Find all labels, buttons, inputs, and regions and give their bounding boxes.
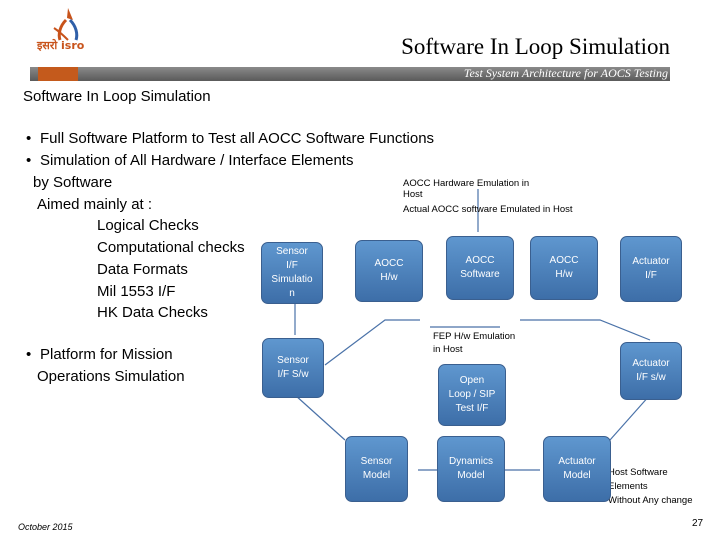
aocc-hw-left-box: AOCC H/w <box>355 240 423 302</box>
isro-logo <box>53 8 79 41</box>
aocc-hw-left-label: AOCC H/w <box>374 258 404 283</box>
sensor-if-sw-box: Sensor I/F S/w <box>262 338 324 398</box>
page-number: 27 <box>692 518 704 529</box>
connector-actuator-model <box>609 394 651 441</box>
slide-subtitle: Software In Loop Simulation <box>23 88 211 105</box>
sensor-if-simulation-label: Sensor I/F Simulatio n <box>271 246 313 299</box>
footer-date: October 2015 <box>18 522 73 532</box>
sensor-model-box: Sensor Model <box>345 436 408 502</box>
sensor-if-simulation-box: Sensor I/F Simulatio n <box>261 242 323 304</box>
aocc-hw-right-label: AOCC H/w <box>549 255 579 280</box>
aocc-software-box: AOCC Software <box>446 236 514 300</box>
check-data-formats: Data Formats <box>97 261 188 278</box>
open-loop-label: Open Loop / SIP Test I/F <box>448 375 496 414</box>
check-logical: Logical Checks <box>97 217 199 234</box>
check-computational: Computational checks <box>97 239 245 256</box>
sensor-if-sw-label: Sensor I/F S/w <box>277 355 309 380</box>
actuator-if-box: Actuator I/F <box>620 236 682 302</box>
label-host-sw: Host Software Elements Without Any chang… <box>608 467 693 506</box>
actuator-if-sw-box: Actuator I/F s/w <box>620 342 682 400</box>
header-subtitle: Test System Architecture for AOCS Testin… <box>463 66 668 80</box>
open-loop-box: Open Loop / SIP Test I/F <box>438 364 506 426</box>
actuator-model-label: Actuator Model <box>558 456 596 481</box>
logo-text: इसरो isro <box>37 39 85 52</box>
header-band-accent <box>38 67 78 81</box>
label-aocc-hw-emulation: AOCC Hardware Emulation in Host <box>403 178 530 200</box>
aocc-hw-right-box: AOCC H/w <box>530 236 598 300</box>
bullet-mission-platform: Platform for Mission <box>26 346 172 363</box>
actuator-if-label: Actuator I/F <box>632 256 670 281</box>
sensor-model-label: Sensor Model <box>360 456 393 481</box>
header-band <box>30 67 670 81</box>
dynamics-model-box: Dynamics Model <box>437 436 505 502</box>
line-by-software: by Software <box>33 174 113 191</box>
bullet-full-software: Full Software Platform to Test all AOCC … <box>26 130 434 147</box>
aocc-software-label: AOCC Software <box>460 255 500 280</box>
page-title: Software In Loop Simulation <box>401 34 670 59</box>
connector-sensor-model <box>294 394 346 441</box>
actuator-if-sw-label: Actuator I/F s/w <box>632 358 670 383</box>
connector-sensor-right <box>324 319 420 366</box>
check-mil-1553: Mil 1553 I/F <box>97 283 176 300</box>
line-operations-simulation: Operations Simulation <box>37 368 185 385</box>
connector-actuator-right <box>520 319 651 341</box>
label-actual-sw: Actual AOCC software Emulated in Host <box>403 204 573 215</box>
dynamics-model-label: Dynamics Model <box>449 456 493 481</box>
label-fep: FEP H/w Emulation in Host <box>433 331 516 356</box>
bullet-simulation: Simulation of All Hardware / Interface E… <box>26 152 354 169</box>
line-aimed-at: Aimed mainly at : <box>37 196 153 213</box>
actuator-model-box: Actuator Model <box>543 436 611 502</box>
check-hk-data: HK Data Checks <box>97 304 208 321</box>
